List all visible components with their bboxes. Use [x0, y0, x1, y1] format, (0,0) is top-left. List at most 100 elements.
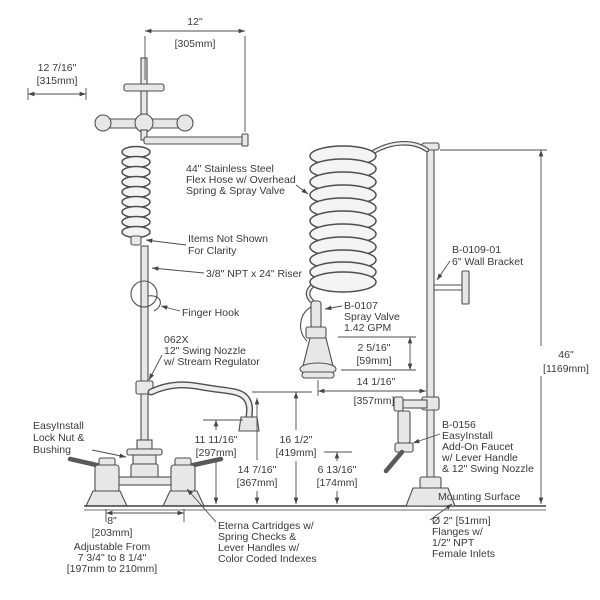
finger-hook-leader	[160, 305, 181, 312]
dim-spout-height-value: 14 7/16"	[238, 464, 277, 476]
finger-hook-ring	[130, 280, 158, 308]
dim-nozzle-outlet-value: 11 11/16"	[194, 434, 237, 446]
swing-nozzle-note-2: 12" Swing Nozzle	[164, 345, 246, 357]
spray-head-bell	[302, 337, 334, 367]
locknut-leader	[91, 449, 127, 458]
items-not-shown-leader	[145, 238, 187, 246]
flange-leader	[429, 503, 453, 521]
dim-inlet-centers-mm: [203mm]	[92, 527, 133, 539]
dim-inlet-centers-adj-2: 7 3/4" to 8 1/4"	[78, 552, 147, 564]
dim-spray-head	[338, 336, 416, 371]
spray-face	[301, 371, 335, 379]
wall-bracket-leader	[436, 260, 451, 281]
eterna-note-2: Spring Checks &	[218, 531, 296, 543]
spray-valve-note-3: 1.42 GPM	[344, 322, 391, 334]
swing-nozzle-note-1: 062X	[164, 334, 189, 346]
dim-wall-offset	[27, 88, 87, 100]
right-riser-unit	[383, 142, 470, 507]
dim-top-width-mm: [305mm]	[175, 38, 216, 50]
spray-valve-note-1: B-0107	[344, 300, 378, 312]
locknut-note-1: EasyInstall	[33, 420, 84, 432]
bushing	[126, 448, 163, 456]
overhead-spring-coil	[121, 145, 151, 246]
eterna-leader	[186, 488, 217, 523]
dim-spray-head-mm: [59mm]	[356, 355, 391, 367]
dim-spray-to-riser-value: 14 1/16"	[357, 376, 396, 388]
spray-valve-grip	[310, 300, 322, 329]
eterna-note-4: Color Coded Indexes	[218, 553, 317, 565]
items-not-shown-1: Items Not Shown	[188, 233, 268, 245]
flex-hose-note-1: 44" Stainless Steel	[186, 163, 274, 175]
dim-inlet-height	[324, 451, 352, 504]
right-valve-body	[170, 464, 196, 493]
dim-top-width-value: 12"	[187, 16, 203, 28]
dim-nozzle-height-value: 16 1/2"	[280, 434, 313, 446]
dim-overall-height	[440, 149, 547, 504]
riser-note: 3/8" NPT x 24" Riser	[206, 268, 302, 280]
nozzle-aerator	[238, 416, 260, 432]
labels: 12" [305mm] 12 7/16" [315mm] 44" Stainle…	[33, 16, 589, 575]
dim-overall-height-value: 46"	[558, 349, 574, 361]
swing-nozzle-note-3: w/ Stream Regulator	[163, 356, 260, 368]
add-on-lever-handle	[383, 449, 405, 474]
lock-nut	[136, 439, 153, 450]
flex-hose-note-2: Flex Hose w/ Overhead	[186, 174, 296, 186]
spray-valve-assembly	[299, 300, 337, 379]
dim-inlet-centers-value: 8"	[107, 515, 117, 527]
dim-top-width	[144, 28, 246, 132]
finger-hook-note: Finger Hook	[182, 307, 240, 319]
finger-hook	[147, 295, 161, 312]
items-not-shown-2: For Clarity	[188, 245, 237, 257]
wall-bracket-note-2: 6" Wall Bracket	[452, 256, 523, 268]
add-on-faucet-note-4: w/ Lever Handle	[441, 452, 518, 464]
swing-nozzle-leader	[148, 354, 163, 381]
flange-note-4: Female Inlets	[432, 548, 495, 560]
eterna-note-3: Lever Handles w/	[218, 542, 299, 554]
dim-nozzle-height-mm: [419mm]	[276, 447, 317, 459]
dim-nozzle-height	[252, 391, 312, 504]
wall-mount-assembly	[94, 57, 249, 147]
riser-leader	[151, 266, 205, 274]
dim-nozzle-outlet	[203, 419, 243, 504]
left-valve-body	[94, 464, 120, 493]
dim-inlet-centers-adj-1: Adjustable From	[74, 541, 151, 553]
dim-spray-to-riser	[317, 380, 426, 396]
dim-overall-height-mm: [1169mm]	[543, 363, 589, 375]
dim-nozzle-outlet-mm: [297mm]	[196, 447, 237, 459]
dim-spout-height-mm: [367mm]	[237, 477, 278, 489]
wall-bracket-plate	[461, 270, 470, 305]
flex-hose-note-3: Spring & Spray Valve	[186, 185, 285, 197]
add-on-faucet-note-3: Add-On Faucet	[442, 441, 513, 453]
locknut-note-2: Lock Nut &	[33, 432, 84, 444]
spray-valve-note-2: Spray Valve	[344, 311, 400, 323]
wall-bracket-note-1: B-0109-01	[452, 244, 501, 256]
spray-valve-leader	[324, 305, 343, 311]
right-flange	[162, 490, 205, 507]
add-on-faucet-leader	[412, 433, 441, 444]
flex-hose-leader	[295, 184, 309, 195]
deck-valve-assembly	[67, 456, 224, 507]
dim-inlet-height-mm: [174mm]	[317, 477, 358, 489]
dim-inlet-height-value: 6 13/16"	[318, 464, 357, 476]
spray-valve-trigger	[300, 306, 312, 342]
swing-nozzle-spout	[147, 381, 260, 432]
dim-spray-head-value: 2 5/16"	[358, 342, 391, 354]
locknut-note-3: Bushing	[33, 444, 71, 456]
dim-inlet-centers-adj-3: [197mm to 210mm]	[67, 563, 158, 575]
left-flange	[85, 490, 128, 507]
mounting-surface-label: Mounting Surface	[438, 491, 520, 503]
dim-spray-to-riser-mm: [357mm]	[354, 395, 395, 407]
add-on-faucet-note-5: & 12" Swing Nozzle	[442, 463, 534, 475]
mounting-surface-line	[84, 505, 546, 511]
riser-flange	[405, 487, 456, 507]
dim-wall-offset-mm: [315mm]	[37, 75, 78, 87]
add-on-faucet-body	[397, 410, 411, 444]
add-on-faucet-note-2: EasyInstall	[442, 430, 493, 442]
flange-note-3: 1/2" NPT	[432, 537, 475, 549]
left-lever-handle	[67, 456, 104, 469]
left-riser	[126, 245, 163, 480]
callout-leaders	[91, 184, 453, 523]
right-lever-handle	[186, 456, 224, 469]
